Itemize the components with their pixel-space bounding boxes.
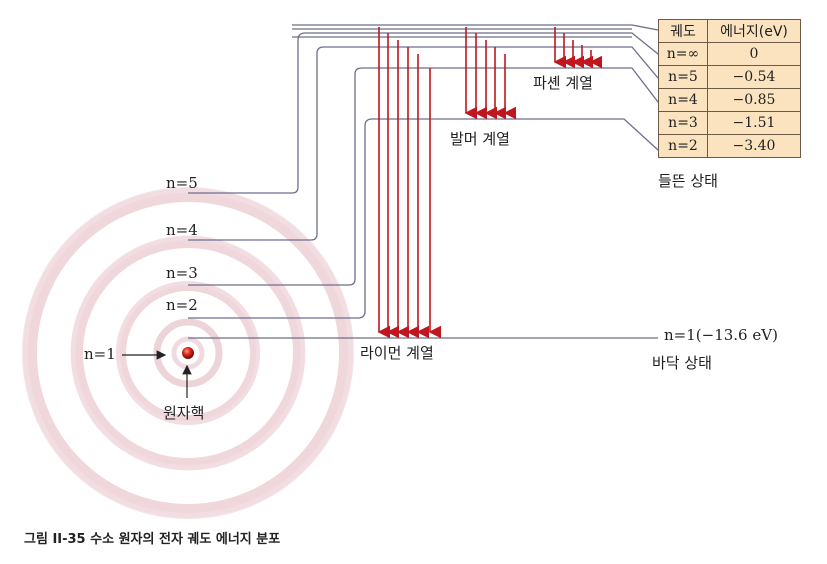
leader-n4 xyxy=(188,46,659,241)
table-cell-energy: 0 xyxy=(707,42,801,66)
level-leader-lines xyxy=(188,24,659,339)
table-cell-orbit: n=5 xyxy=(658,65,708,89)
paschen-arrows xyxy=(553,27,603,69)
table-row: n=3 −1.51 xyxy=(658,111,801,135)
orbit-label-n3: n=3 xyxy=(166,264,198,282)
ground-level-label: n=1(−13.6 eV) xyxy=(664,326,778,344)
table-cell-energy: −0.54 xyxy=(707,65,801,89)
paschen-series-label: 파셴 계열 xyxy=(533,74,593,92)
table-cell-energy: −1.51 xyxy=(707,111,801,135)
leader-n2 xyxy=(188,118,659,319)
table-cell-orbit: n=2 xyxy=(658,134,708,158)
orbit-label-n2: n=2 xyxy=(166,296,198,314)
orbit-ring-4 xyxy=(71,236,305,470)
table-cell-orbit: n=3 xyxy=(658,111,708,135)
balmer-series-label: 발머 계열 xyxy=(450,130,510,148)
leader-n5 xyxy=(188,32,659,194)
table-header-orbit: 궤도 xyxy=(658,19,708,43)
excited-state-label: 들뜬 상태 xyxy=(658,172,718,190)
figure-caption: 그림 II-35 수소 원자의 전자 궤도 에너지 분포 xyxy=(24,532,281,547)
energy-table: 궤도 에너지(eV) n=∞ 0 n=5 −0.54 n=4 −0.85 n=3… xyxy=(658,19,801,158)
table-row: n=2 −3.40 xyxy=(658,134,801,158)
orbit-ring-3 xyxy=(116,281,260,425)
orbit-label-n5: n=5 xyxy=(166,174,198,192)
balmer-arrows xyxy=(464,27,517,120)
ground-state-label: 바닥 상태 xyxy=(652,354,712,372)
table-cell-orbit: n=∞ xyxy=(658,42,708,66)
table-row: n=5 −0.54 xyxy=(658,65,801,89)
table-cell-energy: −0.85 xyxy=(707,88,801,112)
table-header-energy: 에너지(eV) xyxy=(707,19,801,43)
lyman-series-label: 라이먼 계열 xyxy=(360,344,434,362)
table-cell-orbit: n=4 xyxy=(658,88,708,112)
lyman-arrows xyxy=(377,27,442,339)
orbit-ring-5 xyxy=(23,188,353,518)
orbit-label-n4: n=4 xyxy=(166,221,198,239)
leader-n3 xyxy=(188,67,659,286)
nucleus-label: 원자핵 xyxy=(163,404,205,422)
table-cell-energy: −3.40 xyxy=(707,134,801,158)
energy-table-header: 궤도 에너지(eV) xyxy=(658,19,801,43)
orbit-rings xyxy=(22,187,354,519)
orbit-label-n1: n=1 xyxy=(84,345,116,363)
table-row: n=∞ 0 xyxy=(658,42,801,66)
nucleus xyxy=(182,347,194,359)
table-row: n=4 −0.85 xyxy=(658,88,801,112)
